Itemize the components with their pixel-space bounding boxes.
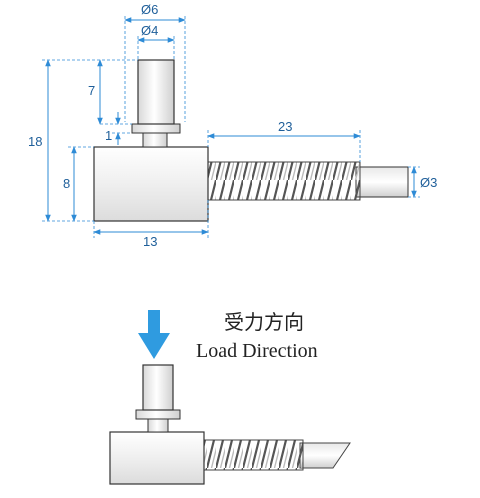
spring-sleeve-bottom xyxy=(202,439,304,471)
load-direction-label: 受力方向 Load Direction xyxy=(196,310,318,362)
cable-bottom xyxy=(299,442,351,469)
collar-top xyxy=(131,123,181,134)
neck-bottom xyxy=(147,418,169,433)
load-pin-top xyxy=(137,59,175,125)
load-label-english: Load Direction xyxy=(196,340,318,362)
dim-18: 18 xyxy=(28,134,42,149)
dimension-lines xyxy=(42,16,420,238)
dim-d6: Ø6 xyxy=(141,2,158,17)
load-label-chinese: 受力方向 xyxy=(224,310,304,334)
load-pin-bottom xyxy=(142,364,174,411)
dimension-labels: Ø6 Ø4 7 1 18 8 23 Ø3 13 xyxy=(28,2,437,249)
neck-top xyxy=(142,131,168,148)
sensor-body-bottom xyxy=(109,431,205,485)
spring-sleeve-top xyxy=(207,161,361,201)
dim-7: 7 xyxy=(88,83,95,98)
collar-bottom xyxy=(135,409,181,420)
top-drawing xyxy=(93,59,409,222)
dim-23: 23 xyxy=(278,119,292,134)
dim-d3: Ø3 xyxy=(420,175,437,190)
down-arrow-icon xyxy=(138,310,170,359)
sensor-body-top xyxy=(93,146,209,222)
dim-d4: Ø4 xyxy=(141,23,158,38)
bottom-illustration xyxy=(109,364,351,485)
dim-1: 1 xyxy=(105,128,112,143)
dim-8: 8 xyxy=(63,176,70,191)
dim-13: 13 xyxy=(143,234,157,249)
cable-top xyxy=(355,166,409,198)
